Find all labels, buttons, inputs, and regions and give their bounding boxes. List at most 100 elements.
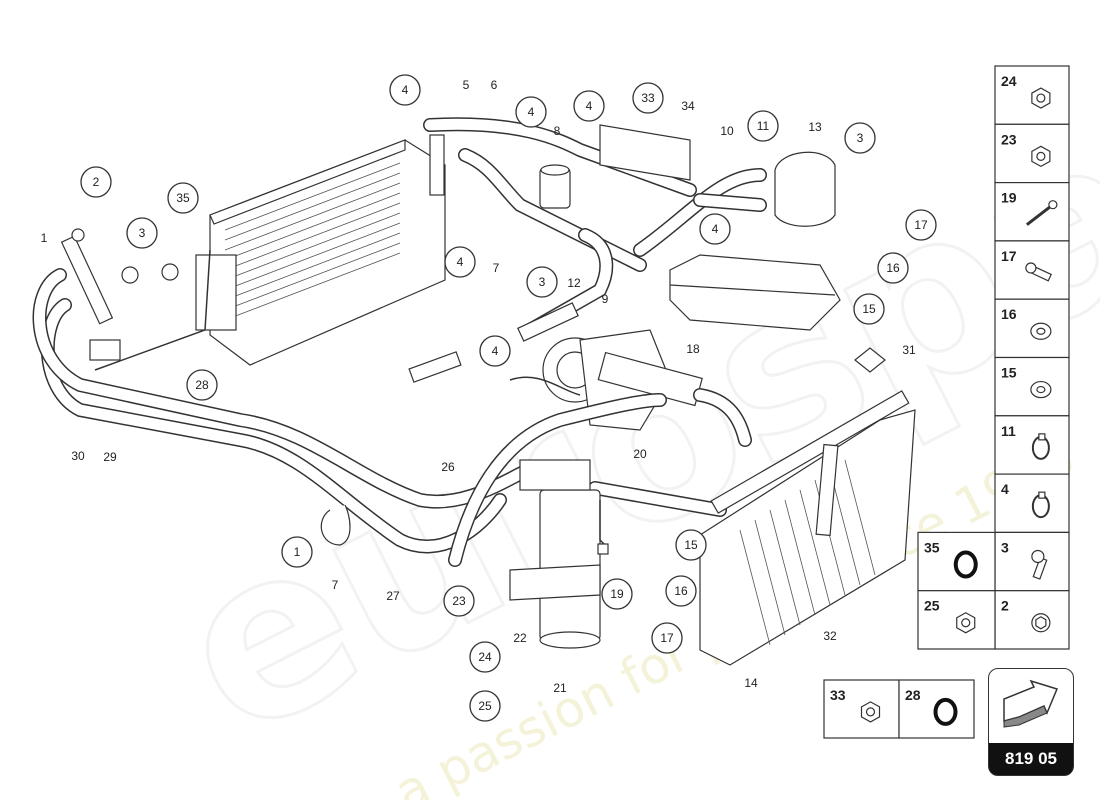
part-number: 24 (1001, 73, 1017, 89)
part-number: 4 (1001, 481, 1009, 497)
part-cell-19: 19 (994, 182, 1070, 242)
screw-head-icon (1048, 200, 1058, 210)
callout-circle (675, 529, 707, 561)
washer-hole-icon (1036, 327, 1046, 335)
callout-label: 6 (491, 78, 498, 92)
part-cell-11: 11 (994, 415, 1070, 475)
part-cell-2: 2 (994, 590, 1070, 650)
part-number: 25 (924, 598, 940, 614)
callout-circle (469, 641, 501, 673)
callout-circle (651, 622, 683, 654)
part-number: 35 (924, 539, 940, 555)
callout-label: 24 (478, 650, 492, 664)
callout-label: 22 (513, 631, 527, 645)
callout-label: 33 (641, 91, 655, 105)
callout-circle (699, 213, 731, 245)
part-number: 19 (1001, 190, 1017, 206)
callout-circle (877, 252, 909, 284)
callout-label: 15 (862, 302, 876, 316)
callout-circle (747, 110, 779, 142)
callout-1: 1 (281, 536, 313, 568)
callout-label: 8 (554, 124, 561, 138)
callout-24: 24 (469, 641, 501, 673)
callout-9: 9 (602, 292, 609, 306)
callout-label: 32 (823, 629, 837, 643)
left-bracket-assembly (60, 228, 211, 371)
callout-label: 5 (463, 78, 470, 92)
callout-17: 17 (651, 622, 683, 654)
callout-label: 4 (586, 99, 593, 113)
arrow-icon (1003, 679, 1059, 728)
nut-hole-icon (1036, 151, 1046, 161)
part-cell-border (994, 182, 1070, 242)
callout-label: 9 (602, 292, 609, 306)
part-cell-35: 35 (917, 531, 996, 592)
callout-label: 12 (567, 276, 581, 290)
callout-13: 13 (808, 120, 822, 134)
callout-circle (469, 690, 501, 722)
callout-circle (844, 122, 876, 154)
callout-label: 18 (686, 342, 700, 356)
callout-30: 30 (71, 449, 85, 463)
part-number: 28 (905, 687, 921, 703)
expansion-valve (539, 164, 571, 209)
callout-label: 31 (902, 343, 916, 357)
part-cell-border (994, 590, 1070, 650)
callout-26: 26 (441, 460, 455, 474)
upper-hoses (423, 117, 767, 337)
callout-label: 1 (41, 231, 48, 245)
part-cell-28: 28 (898, 679, 975, 739)
callout-label: 21 (553, 681, 567, 695)
callout-3: 3 (526, 266, 558, 298)
callout-4: 4 (444, 246, 476, 278)
part-number: 11 (1001, 423, 1016, 439)
callout-14: 14 (744, 676, 758, 690)
callout-label: 15 (684, 538, 698, 552)
reservoir-tank (669, 254, 841, 331)
clamp-screw-icon (1038, 491, 1046, 499)
callout-17: 17 (905, 209, 937, 241)
callout-circle (167, 182, 199, 214)
o-ring-icon (933, 697, 958, 726)
dust-cap-13 (774, 151, 836, 227)
callout-16: 16 (877, 252, 909, 284)
callout-23: 23 (443, 585, 475, 617)
o-ring-icon (953, 550, 978, 579)
callout-3: 3 (844, 122, 876, 154)
callout-10: 10 (720, 124, 734, 138)
callout-11: 11 (747, 110, 779, 142)
evaporator-unit (195, 134, 446, 366)
screw-icon (1025, 203, 1054, 226)
callout-label: 28 (195, 378, 209, 392)
callout-31: 31 (902, 343, 916, 357)
part-number: 3 (1001, 539, 1009, 555)
callout-label: 29 (103, 450, 117, 464)
callout-5: 5 (463, 78, 470, 92)
callout-34: 34 (681, 99, 695, 113)
callout-circle (526, 266, 558, 298)
callout-33: 33 (632, 82, 664, 114)
part-number: 16 (1001, 306, 1017, 322)
callout-6: 6 (491, 78, 498, 92)
callout-circle (186, 369, 218, 401)
callout-circle (281, 536, 313, 568)
callout-label: 7 (332, 578, 339, 592)
part-number: 23 (1001, 131, 1017, 147)
callout-3: 3 (126, 217, 158, 249)
callout-label: 30 (71, 449, 85, 463)
callout-label: 35 (176, 191, 190, 205)
callout-circle (80, 166, 112, 198)
lower-hoses (32, 268, 752, 567)
callout-label: 27 (386, 589, 400, 603)
callout-label: 4 (528, 105, 535, 119)
receiver-dryer (509, 459, 609, 649)
part-cell-16: 16 (994, 298, 1070, 359)
callout-15: 15 (853, 293, 885, 325)
callout-label: 4 (712, 222, 719, 236)
callout-circle (905, 209, 937, 241)
bolt-head-icon (1025, 262, 1037, 274)
callout-label: 3 (539, 275, 546, 289)
part-number: 17 (1001, 248, 1017, 264)
